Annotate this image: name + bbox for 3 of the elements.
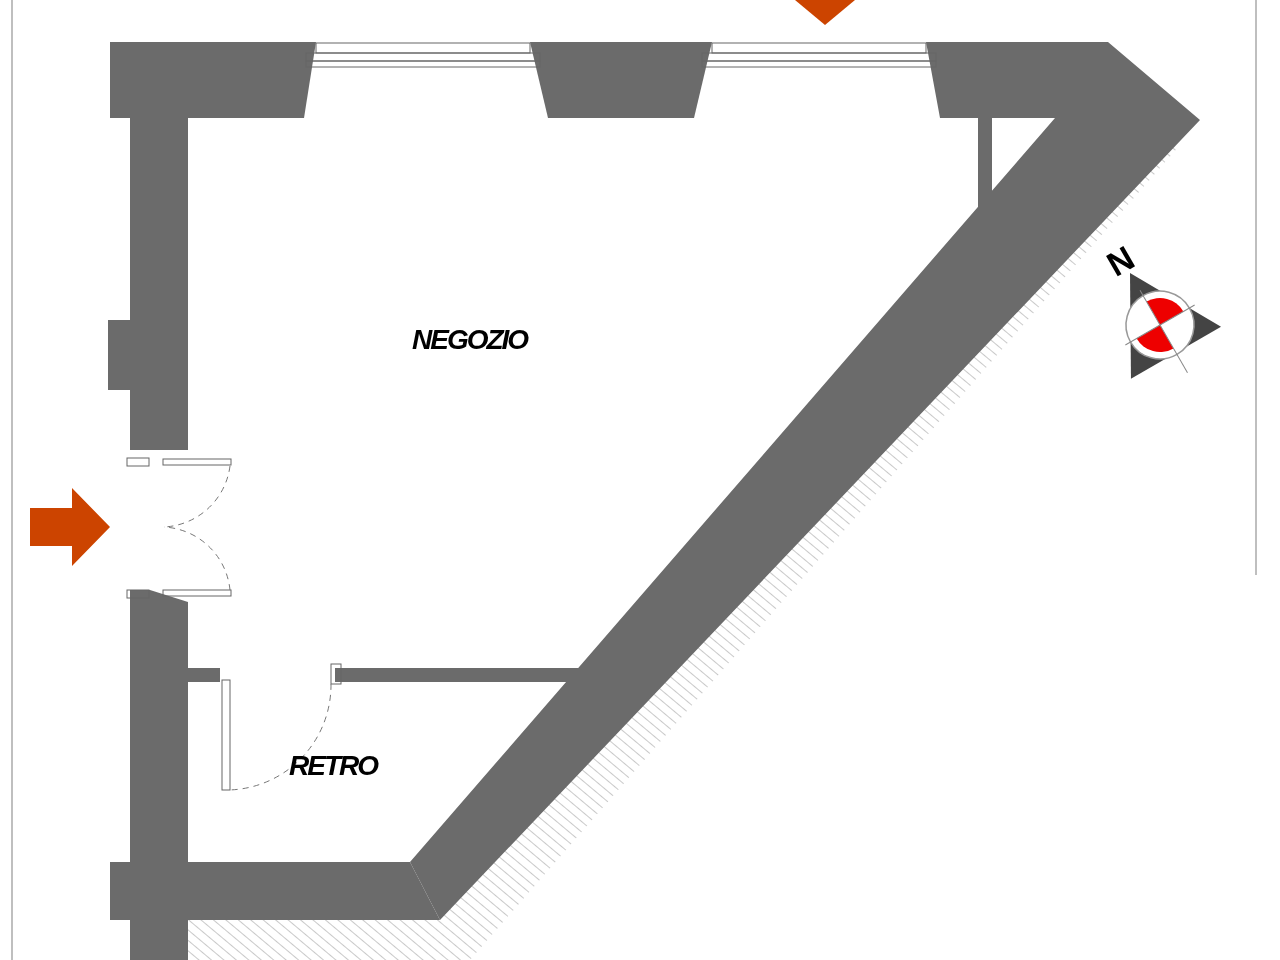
room-label: NEGOZIO (412, 326, 528, 354)
north-label: N (1101, 240, 1140, 282)
room-label: RETRO (289, 752, 377, 780)
